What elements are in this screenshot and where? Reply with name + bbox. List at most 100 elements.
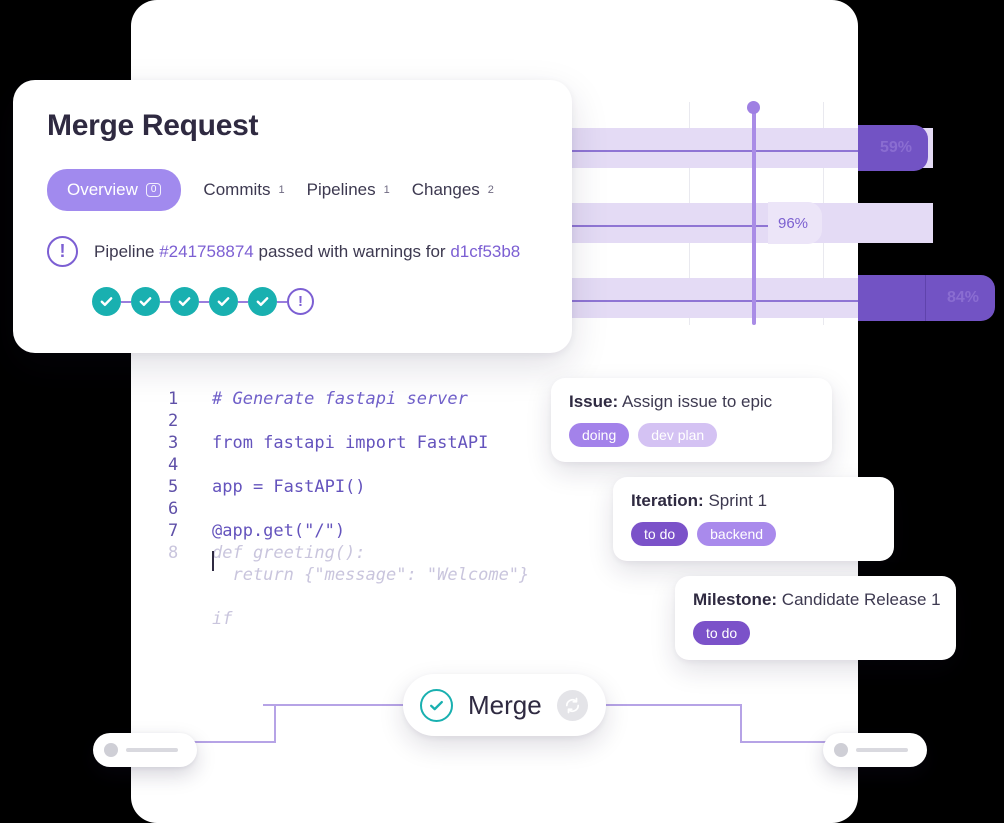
node-dot-icon xyxy=(104,743,118,757)
pipeline-stage-row: ! xyxy=(92,287,538,316)
code-line: 3 from fastapi import FastAPI xyxy=(168,432,529,454)
code-line: return {"message": "Welcome"} xyxy=(168,564,529,586)
stage-connector xyxy=(238,300,248,303)
node-dot-icon xyxy=(834,743,848,757)
text-cursor xyxy=(212,551,214,571)
code-line: 1# Generate fastapi server xyxy=(168,388,529,410)
warning-icon[interactable]: ! xyxy=(287,288,314,315)
tag-backend[interactable]: backend xyxy=(697,522,777,546)
pipeline-node-left[interactable] xyxy=(93,733,197,767)
connector-line xyxy=(740,704,742,742)
pipeline-node-right[interactable] xyxy=(823,733,927,767)
check-circle-icon xyxy=(420,688,453,722)
chart-bar-row3-seg1 xyxy=(858,275,925,321)
connector-line xyxy=(160,741,276,743)
node-bar xyxy=(856,748,908,752)
tab-changes-count: 2 xyxy=(487,184,494,196)
check-icon[interactable] xyxy=(170,287,199,316)
commit-sha-link[interactable]: d1cf53b8 xyxy=(450,241,521,261)
code-text: from fastapi import FastAPI xyxy=(212,433,489,453)
tab-pipelines-label: Pipelines xyxy=(306,180,376,199)
tab-overview-count: 0 xyxy=(145,183,162,197)
chart-baseline xyxy=(571,225,771,227)
sync-refresh-icon[interactable] xyxy=(556,689,588,721)
code-text: def greeting(): xyxy=(212,543,366,563)
tab-overview-label: Overview xyxy=(67,180,138,199)
code-line: 2 xyxy=(168,410,529,432)
warning-icon: ! xyxy=(47,236,78,267)
milestone-card-title: Milestone: Candidate Release 1 xyxy=(693,590,941,610)
line-number: 5 xyxy=(168,477,179,497)
node-bar xyxy=(126,748,178,752)
tab-commits[interactable]: Commits 1 xyxy=(203,180,306,200)
chart-baseline xyxy=(571,300,923,302)
tab-pipelines-count: 1 xyxy=(383,184,390,196)
iteration-card-title: Iteration: Sprint 1 xyxy=(631,491,876,511)
connector-line xyxy=(740,741,850,743)
tab-commits-count: 1 xyxy=(278,184,285,196)
iteration-card-tags: to do backend xyxy=(631,522,876,546)
line-number: 8 xyxy=(168,543,179,563)
milestone-card-tags: to do xyxy=(693,621,938,645)
line-number: 7 xyxy=(168,521,179,541)
code-line: 4 xyxy=(168,454,529,476)
check-icon[interactable] xyxy=(92,287,121,316)
tag-to-do[interactable]: to do xyxy=(631,522,689,546)
check-icon[interactable] xyxy=(248,287,277,316)
code-text: # Generate fastapi server xyxy=(212,389,468,409)
issue-card[interactable]: Issue: Assign issue to epic doing dev pl… xyxy=(551,378,832,462)
iteration-card[interactable]: Iteration: Sprint 1 to do backend xyxy=(613,477,894,561)
code-editor[interactable]: 1# Generate fastapi server 2 3 from fasta… xyxy=(168,388,529,630)
tab-commits-label: Commits xyxy=(203,180,271,199)
tag-dev-plan[interactable]: dev plan xyxy=(638,423,718,447)
tab-changes[interactable]: Changes 2 xyxy=(412,180,516,200)
issue-card-label: Issue: xyxy=(569,392,619,411)
line-number xyxy=(168,608,212,630)
check-icon[interactable] xyxy=(131,287,160,316)
line-number xyxy=(168,564,212,586)
tag-to-do[interactable]: to do xyxy=(693,621,751,645)
code-line: if xyxy=(168,608,529,630)
tab-changes-label: Changes xyxy=(411,180,480,199)
iteration-card-value: Sprint 1 xyxy=(708,491,768,510)
chart-baseline xyxy=(571,150,923,152)
progress-chart: 59% 96% 84% xyxy=(571,88,1004,340)
tab-overview[interactable]: Overview 0 xyxy=(47,169,182,211)
code-text: return {"message": "Welcome"} xyxy=(212,565,530,585)
chart-bar-row1: 59% xyxy=(858,125,928,171)
merge-button-label: Merge xyxy=(468,689,542,720)
pipeline-status-text: Pipeline #241758874 passed with warnings… xyxy=(94,242,520,262)
issue-card-title: Issue: Assign issue to epic xyxy=(569,392,814,412)
milestone-card-label: Milestone: xyxy=(693,590,778,609)
connector-line xyxy=(274,704,276,742)
code-line: 6 xyxy=(168,498,529,520)
issue-card-tags: doing dev plan xyxy=(569,423,814,447)
code-line xyxy=(168,586,529,608)
check-icon[interactable] xyxy=(209,287,238,316)
code-line: 7 @app.get("/") xyxy=(168,520,529,542)
milestone-card[interactable]: Milestone: Candidate Release 1 to do xyxy=(675,576,956,660)
pipeline-status-row: ! Pipeline #241758874 passed with warnin… xyxy=(47,236,538,267)
milestone-card-value: Candidate Release 1 xyxy=(781,590,941,609)
pipeline-status-middle: passed with warnings for xyxy=(253,241,451,261)
tab-pipelines[interactable]: Pipelines 1 xyxy=(307,180,412,200)
stage-connector xyxy=(160,300,170,303)
stage-connector xyxy=(121,300,131,303)
stage-connector xyxy=(199,300,209,303)
line-number: 2 xyxy=(168,411,179,431)
pipeline-status-prefix: Pipeline xyxy=(94,241,160,261)
chart-bar-row3-seg2: 84% xyxy=(925,275,995,321)
chart-today-marker-dot xyxy=(747,101,760,114)
code-text: @app.get("/") xyxy=(212,521,346,541)
chart-today-marker-line xyxy=(752,105,756,325)
merge-button[interactable]: Merge xyxy=(403,674,606,736)
line-number: 3 xyxy=(168,433,179,453)
code-line: 8 def greeting(): xyxy=(168,542,529,564)
code-text: if xyxy=(212,609,233,629)
tag-doing[interactable]: doing xyxy=(569,423,630,447)
connector-line xyxy=(263,704,408,706)
line-number xyxy=(168,586,212,608)
pipeline-id-link[interactable]: #241758874 xyxy=(159,241,254,261)
